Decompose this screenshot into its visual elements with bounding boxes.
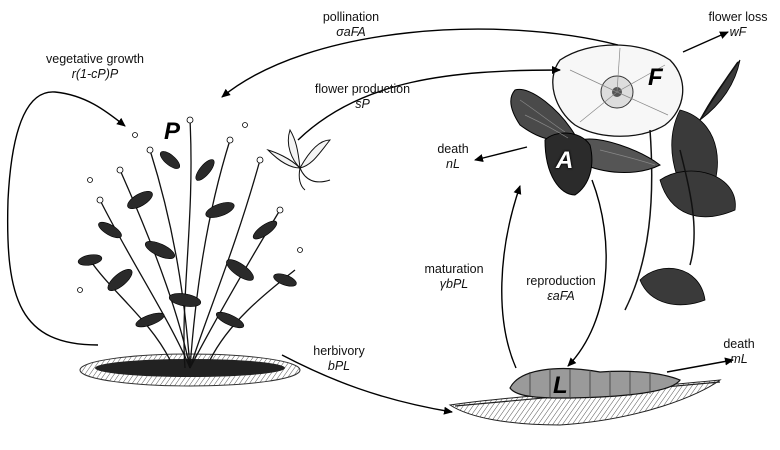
node-plant-label: P [164,118,180,146]
plant-illustration [77,117,302,386]
reproduction-name: reproduction [526,274,596,288]
maturation-formula: γbPL [414,277,494,292]
maturation-name: maturation [424,262,483,276]
node-flower-label: F [648,64,663,92]
maturation-label: maturation γbPL [414,262,494,292]
vegetative-growth-label: vegetative growth r(1-cP)P [20,52,170,82]
flower-production-formula: sP [300,97,425,112]
vegetative-growth-name: vegetative growth [46,52,144,66]
larva-death-formula: mL [714,352,764,367]
flower-loss-label: flower loss wF [696,10,780,40]
flower-production-label: flower production sP [300,82,425,112]
herbivory-formula: bPL [306,359,372,374]
reproduction-formula: εaFA [516,289,606,304]
flower-loss-name: flower loss [708,10,767,24]
herbivory-label: herbivory bPL [306,344,372,374]
node-adult-label: A [556,147,573,175]
adult-death-formula: nL [428,157,478,172]
vegetative-growth-arrow [8,92,125,345]
reproduction-arrow [568,180,606,366]
adult-death-label: death nL [428,142,478,172]
pollination-name: pollination [323,10,379,24]
pollination-formula: σaFA [286,25,416,40]
larva-death-label: death mL [714,337,764,367]
reproduction-label: reproduction εaFA [516,274,606,304]
adult-death-name: death [437,142,468,156]
node-larva-label: L [553,372,568,400]
herbivory-name: herbivory [313,344,364,358]
pollination-label: pollination σaFA [286,10,416,40]
vegetative-growth-formula: r(1-cP)P [20,67,170,82]
flower-loss-formula: wF [696,25,780,40]
flower-production-name: flower production [315,82,410,96]
larva-death-name: death [723,337,754,351]
adult-death-arrow [475,147,527,160]
caterpillar-illustration [450,369,720,425]
